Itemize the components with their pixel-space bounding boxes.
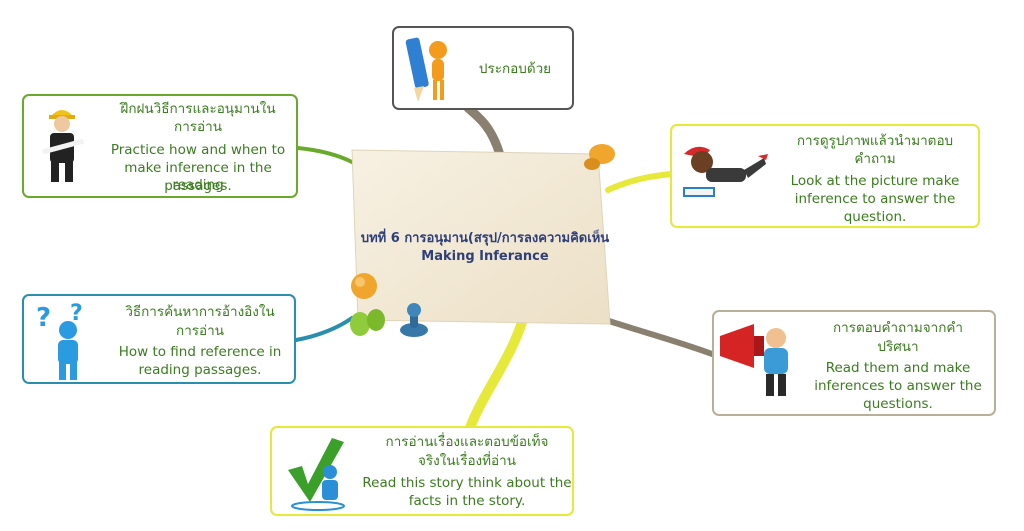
node-right-bottom-english-line1: Read them and make xyxy=(825,360,971,376)
node-top[interactable]: ประกอบด้วย xyxy=(392,26,574,110)
pin-green-icon xyxy=(350,309,385,336)
node-right-top[interactable]: การดูรูปภาพแล้วนำมาตอบ คำถาม Look at the… xyxy=(670,124,980,228)
central-topic: บทที่ 6 การอนุมาน(สรุป/การลงความคิดเห็น … xyxy=(330,230,640,266)
node-left-top-english-line1: Practice how and when to xyxy=(110,142,286,158)
svg-text:?: ? xyxy=(70,301,83,326)
connector-right-top xyxy=(605,171,675,193)
node-left-top-thai-line1: ฝึกฝนวิธีการและอนุมานใน xyxy=(120,101,276,117)
svg-text:?: ? xyxy=(36,303,51,333)
node-left-bottom-english-line2: reading passages. xyxy=(138,362,262,378)
node-bottom[interactable]: การอ่านเรื่องและตอบข้อเท็จ จริงในเรื่องท… xyxy=(270,426,574,516)
node-bottom-english-line2: facts in the story. xyxy=(408,493,526,509)
connector-right-bottom xyxy=(603,317,715,357)
node-left-bottom-english-line1: How to find reference in xyxy=(118,344,282,360)
node-bottom-thai-line1: การอ่านเรื่องและตอบข้อเท็จ xyxy=(385,434,549,450)
pin-blue-icon xyxy=(400,303,428,337)
node-left-bottom-thai-line2: การอ่าน xyxy=(176,323,224,339)
node-left-top-thai-line2: การอ่าน xyxy=(174,119,222,135)
checkmark-figure-icon xyxy=(288,438,345,511)
node-right-top-english-line2: inference to answer the xyxy=(794,191,956,207)
node-right-top-thai-line1: การดูรูปภาพแล้วนำมาตอบ xyxy=(796,133,954,149)
central-paper-note xyxy=(350,144,615,337)
pin-orange-left-icon xyxy=(351,273,377,299)
node-right-top-english-line3: question. xyxy=(843,209,907,225)
node-bottom-english-line1: Read this story think about the xyxy=(362,475,572,491)
node-right-bottom-thai-line1: การตอบคำถามจากคำ xyxy=(833,320,963,336)
connector-bottom xyxy=(465,317,527,433)
node-right-bottom-thai-line2: ปริศนา xyxy=(877,339,919,355)
pencil-figure-icon xyxy=(405,37,447,102)
node-bottom-thai-line2: จริงในเรื่องที่อ่าน xyxy=(418,453,516,469)
pin-orange-top-icon xyxy=(584,144,615,170)
question-figure-icon: ? ? xyxy=(36,301,83,380)
node-left-top-english-line3: passages. xyxy=(164,178,232,194)
node-left-bottom[interactable]: ? ? วิธีการค้นหาการอ้างอิงใน การอ่าน How… xyxy=(22,294,296,384)
node-left-bottom-thai-line1: วิธีการค้นหาการอ้างอิงใน xyxy=(125,304,275,320)
node-right-bottom[interactable]: การตอบคำถามจากคำ ปริศนา Read them and ma… xyxy=(712,310,996,416)
central-title-thai: บทที่ 6 การอนุมาน(สรุป/การลงความคิดเห็น xyxy=(360,231,610,246)
reading-kid-icon xyxy=(683,146,768,197)
connector-left-bottom xyxy=(294,316,354,342)
connector-top xyxy=(463,103,505,160)
node-right-bottom-english-line2: inferences to answer the xyxy=(814,378,982,394)
node-top-label: ประกอบด้วย xyxy=(478,61,552,77)
central-title-english: Making Inferance xyxy=(421,249,549,264)
engineer-figure-icon xyxy=(42,110,85,182)
node-right-bottom-english-line3: questions. xyxy=(863,396,933,412)
node-right-top-thai-line2: คำถาม xyxy=(854,151,896,167)
megaphone-figure-icon xyxy=(720,324,788,396)
node-left-top[interactable]: ฝึกฝนวิธีการและอนุมานใน การอ่าน Practice… xyxy=(22,94,298,198)
connector-left-top xyxy=(296,146,354,164)
node-right-top-english-line1: Look at the picture make xyxy=(790,173,960,189)
node-left-top-english-line2: make inference in the reading xyxy=(124,160,272,193)
